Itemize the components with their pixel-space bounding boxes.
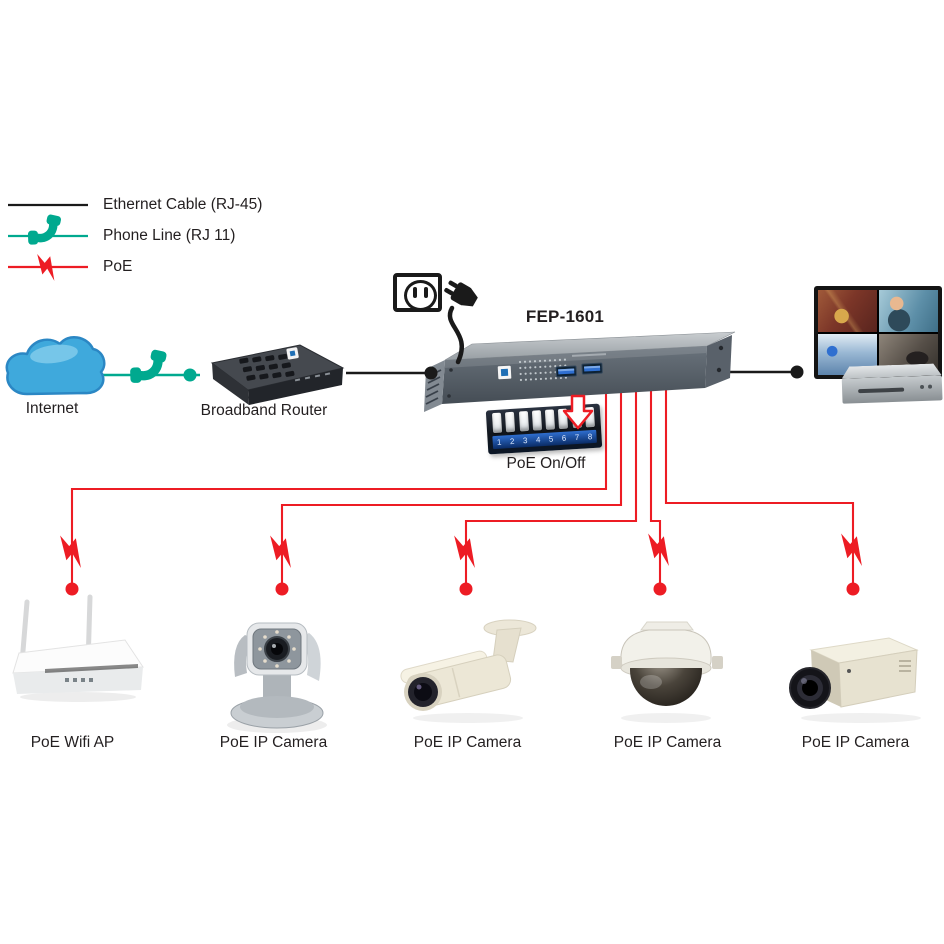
dome-tab-left [611, 656, 622, 669]
camera-feed-1 [818, 290, 877, 332]
device-label-camera-1: PoE IP Camera [219, 734, 328, 751]
ap-leds [65, 678, 93, 682]
lightning-bolt-icon [260, 529, 304, 571]
poe-cable-wifi-ap [70, 390, 608, 588]
ap-front [13, 667, 143, 694]
device-poe-ip-camera-dome [611, 621, 723, 723]
switch-model-label: FEP-1601 [525, 307, 605, 326]
bullet-shadow [413, 713, 523, 723]
poe-cable-camera-bullet [464, 390, 638, 588]
dome-housing [620, 629, 712, 669]
phone-line-endpoint-dot [183, 368, 197, 382]
poe-endpoint-dots [65, 582, 860, 596]
dome-highlight [640, 675, 662, 689]
power-plug-icon [444, 280, 478, 307]
legend-lightning-bolt-icon [29, 248, 65, 284]
poe-switch-fep1601 [424, 331, 736, 412]
device-label-wifi-ap: PoE Wifi AP [30, 734, 115, 751]
router-side [212, 363, 249, 405]
lightning-bolt-icon [444, 529, 488, 571]
lightning-bolt-icon [638, 527, 682, 569]
switch-right-ear [705, 335, 732, 388]
bullet-seam [451, 667, 461, 698]
device-poe-ip-camera-bullet [400, 619, 537, 723]
device-poe-wifi-ap [12, 594, 144, 702]
device-poe-ip-camera-box [789, 637, 921, 723]
switch-led-grid [518, 358, 567, 382]
ethernet-dot-switch [424, 366, 438, 380]
camera-feed-2 [879, 290, 938, 332]
bullet-lens-glint [416, 684, 422, 690]
switch-screw [447, 394, 451, 398]
router-keys [239, 353, 295, 381]
dip-switch-label: PoE On/Off [506, 455, 586, 472]
switch-screw [718, 345, 724, 351]
ap-shadow [20, 692, 136, 702]
internet-cloud [5, 336, 106, 396]
cloud-shape [5, 336, 106, 396]
device-poe-ip-camera-ptz [227, 622, 327, 733]
switch-logo-mark [500, 368, 509, 377]
dome-shadow [621, 713, 711, 723]
switch-screw [449, 368, 453, 372]
box-lens-glint [801, 678, 807, 684]
bullet-mount-arm [492, 627, 522, 663]
switch-uplink-ports [555, 362, 603, 378]
ac-outlet-icon [393, 273, 442, 312]
broadband-router [210, 344, 345, 405]
switch-sheen [444, 346, 707, 368]
legend-label-poe: PoE [103, 258, 133, 275]
power-cable [447, 305, 465, 365]
outlet-slot-right [424, 287, 428, 298]
lightning-bolt-icon [50, 529, 94, 571]
device-label-camera-4: PoE IP Camera [801, 734, 910, 751]
device-label-camera-3: PoE IP Camera [613, 734, 722, 751]
ethernet-dot-monitor [790, 365, 804, 379]
outlet-face [404, 280, 437, 311]
internet-label: Internet [25, 400, 79, 417]
legend-label-ethernet: Ethernet Cable (RJ-45) [103, 196, 263, 213]
ptz-lens-glint [272, 644, 276, 648]
ptz-arm-left [234, 635, 255, 677]
ptz-ir-leds [258, 630, 296, 668]
legend-label-phone: Phone Line (RJ 11) [103, 227, 236, 244]
router-front [248, 368, 343, 405]
switch-screw [716, 367, 722, 373]
dome-cap [640, 621, 694, 631]
router-leds [294, 372, 331, 382]
device-label-camera-2: PoE IP Camera [413, 734, 522, 751]
lightning-bolt-icon [831, 527, 875, 569]
ptz-base-top [240, 696, 314, 718]
broadband-router-label: Broadband Router [200, 402, 328, 419]
box-screw [847, 669, 851, 673]
switch-print [571, 353, 607, 357]
box-shadow [801, 713, 921, 723]
poe-cable-camera-dome [649, 390, 662, 588]
phone-handset-icon [123, 343, 172, 388]
poe-bolts [50, 527, 875, 571]
dome-tab-right [712, 656, 723, 669]
outlet-slot-left [413, 287, 417, 298]
legend-phone-handset-icon [21, 208, 65, 249]
poe-onoff-arrow [562, 394, 594, 430]
router-logo-mark [289, 350, 296, 357]
box-lens [802, 680, 818, 696]
box-detail-lines [899, 660, 911, 672]
cloud-highlight [30, 344, 78, 364]
dome-bubble [630, 668, 702, 706]
ap-vent [45, 664, 138, 673]
